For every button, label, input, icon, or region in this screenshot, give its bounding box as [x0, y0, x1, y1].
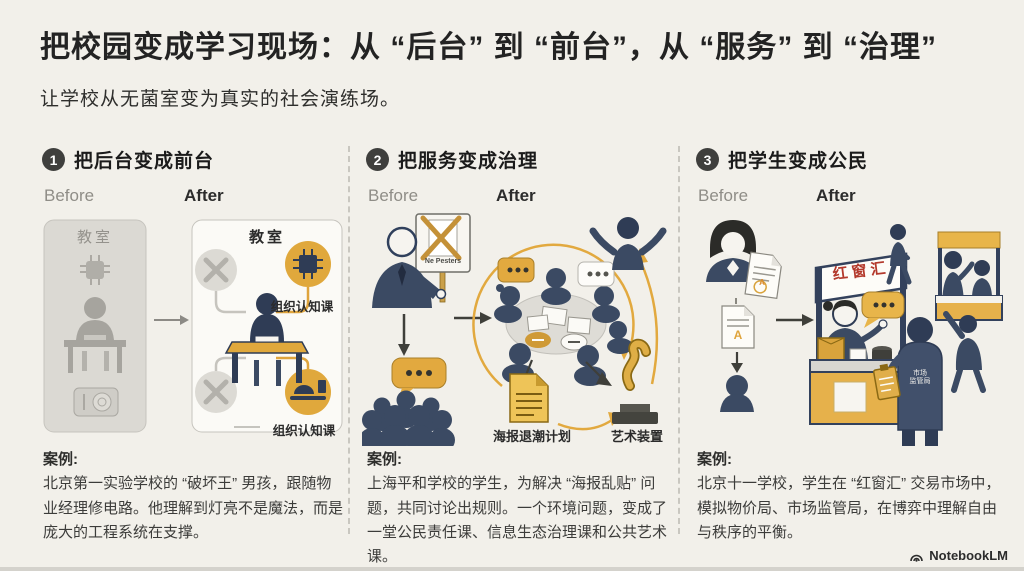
column-divider-2	[678, 146, 680, 534]
background-stall	[935, 231, 1003, 321]
art-installation-label: 艺术装置	[610, 429, 663, 444]
section-3-before-after-row: Before After	[698, 186, 1012, 206]
after-label: After	[496, 186, 536, 205]
market-booth	[809, 252, 908, 425]
speech-bubble	[861, 291, 905, 328]
grade-letter-small: A	[759, 278, 765, 287]
footer-brand: NotebookLM	[909, 548, 1008, 563]
before-to-after-arrow	[154, 315, 189, 325]
section-2-title: 把服务变成治理	[398, 151, 539, 172]
before-label: Before	[44, 186, 95, 205]
market-before-after-drawing	[706, 220, 1003, 446]
section-3-case: 案例: 北京十一学校，学生在 “红窗汇” 交易市场中，模拟物价局、市场监管局，在…	[697, 448, 1005, 545]
after-label: After	[816, 186, 856, 205]
chip-icon-orange-circle	[285, 241, 331, 287]
tools-icon-bottom	[195, 371, 237, 413]
classroom-label-after: 教室	[248, 229, 285, 246]
meal-tray-icon-gray	[73, 387, 119, 417]
after-label: After	[184, 186, 224, 205]
round-table-discussion	[494, 257, 633, 386]
meal-icon-orange-circle	[285, 369, 331, 415]
chip-icon-gray	[80, 255, 110, 285]
student-at-desk-color	[224, 293, 310, 386]
student-bust	[720, 375, 754, 412]
student-at-desk-gray	[64, 297, 126, 373]
speech-bubble-white	[577, 261, 615, 287]
bottom-edge-strip	[0, 567, 1024, 571]
case-heading: 案例:	[367, 451, 402, 468]
before-to-after-arrow	[454, 312, 492, 324]
section-1-header: 1 把后台变成前台	[42, 146, 214, 173]
page-subtitle: 让学校从无菌室变为真实的社会演练场。	[40, 89, 401, 110]
graded-paper-icon-2	[721, 298, 755, 349]
section-2-header: 2 把服务变成治理	[366, 146, 538, 173]
section-1-case: 案例: 北京第一实验学校的 “破坏王” 男孩，跟随物业经理修电路。他理解到灯亮不…	[43, 448, 343, 545]
plan-document-label: 海报退潮计划	[492, 429, 571, 444]
tools-icon-top	[195, 249, 237, 291]
classroom-before-after-drawing	[43, 219, 343, 433]
plan-document-icon	[509, 373, 549, 423]
waving-figure	[943, 311, 986, 393]
case-heading: 案例:	[697, 451, 732, 468]
section-2-before-after-row: Before After	[368, 186, 674, 206]
walking-figure	[886, 224, 912, 285]
ellipsis-dots	[406, 370, 432, 376]
teacher-figure	[706, 220, 760, 282]
down-arrow	[731, 352, 743, 373]
before-label: Before	[698, 186, 749, 205]
crowd-with-speech-bubble	[362, 357, 455, 446]
section-1-title: 把后台变成前台	[74, 151, 215, 172]
column-divider-1	[348, 146, 350, 534]
course-tag-top: 组织认知课	[270, 300, 334, 314]
course-tag-bottom: 组织认知课	[272, 424, 336, 438]
case-text: 北京第一实验学校的 “破坏王” 男孩，跟随物业经理修电路。他理解到灯亮不是魔法，…	[43, 475, 344, 541]
before-label: Before	[368, 186, 419, 205]
section-2-illustration: Ne Pesters 海报退潮计划 艺术装置	[362, 208, 674, 446]
case-text: 上海平和学校的学生，为解决 “海报乱贴” 问题，共同讨论出规则。一个环境问题，变…	[367, 475, 668, 566]
grade-letter-large: A	[733, 328, 743, 342]
brand-name: NotebookLM	[929, 548, 1008, 563]
case-heading: 案例:	[43, 451, 78, 468]
presenter-open-arms	[589, 217, 667, 270]
inspector-figure	[872, 317, 943, 446]
section-3-title: 把学生变成公民	[728, 151, 869, 172]
section-3-number-badge: 3	[696, 148, 719, 171]
classroom-label-before: 教室	[76, 229, 113, 246]
man-with-sign	[372, 213, 471, 308]
section-1-illustration: 教室 教室 组织认知课 组织认知课	[38, 208, 346, 446]
inspector-jacket-text: 市场 监管局	[909, 370, 931, 386]
speech-bubble-orange	[497, 257, 535, 283]
section-2-number-badge: 2	[366, 148, 389, 171]
section-1-number-badge: 1	[42, 148, 65, 171]
section-3-header: 3 把学生变成公民	[696, 146, 868, 173]
section-1-before-after-row: Before After	[44, 186, 346, 206]
notebooklm-logo-icon	[910, 554, 924, 562]
before-to-after-arrow	[776, 314, 814, 326]
page-title: 把校园变成学习现场：从 “后台” 到 “前台”，从 “服务” 到 “治理”	[40, 31, 938, 64]
down-arrow	[398, 314, 410, 356]
graded-paper-icon-1	[744, 251, 782, 299]
section-3-illustration: 红窗汇 市场 监管局 A A	[692, 208, 1012, 446]
clipboard-icon	[872, 363, 901, 401]
classroom-after-panel	[191, 219, 343, 433]
sign-text: Ne Pesters	[424, 258, 462, 265]
case-text: 北京十一学校，学生在 “红窗汇” 交易市场中，模拟物价局、市场监管局，在博弈中理…	[697, 475, 1001, 541]
classroom-before-panel	[43, 219, 147, 433]
governance-before-after-drawing	[362, 213, 667, 446]
section-2-case: 案例: 上海平和学校的学生，为解决 “海报乱贴” 问题，共同讨论出规则。一个环境…	[367, 448, 671, 569]
art-installation-icon	[612, 338, 658, 424]
